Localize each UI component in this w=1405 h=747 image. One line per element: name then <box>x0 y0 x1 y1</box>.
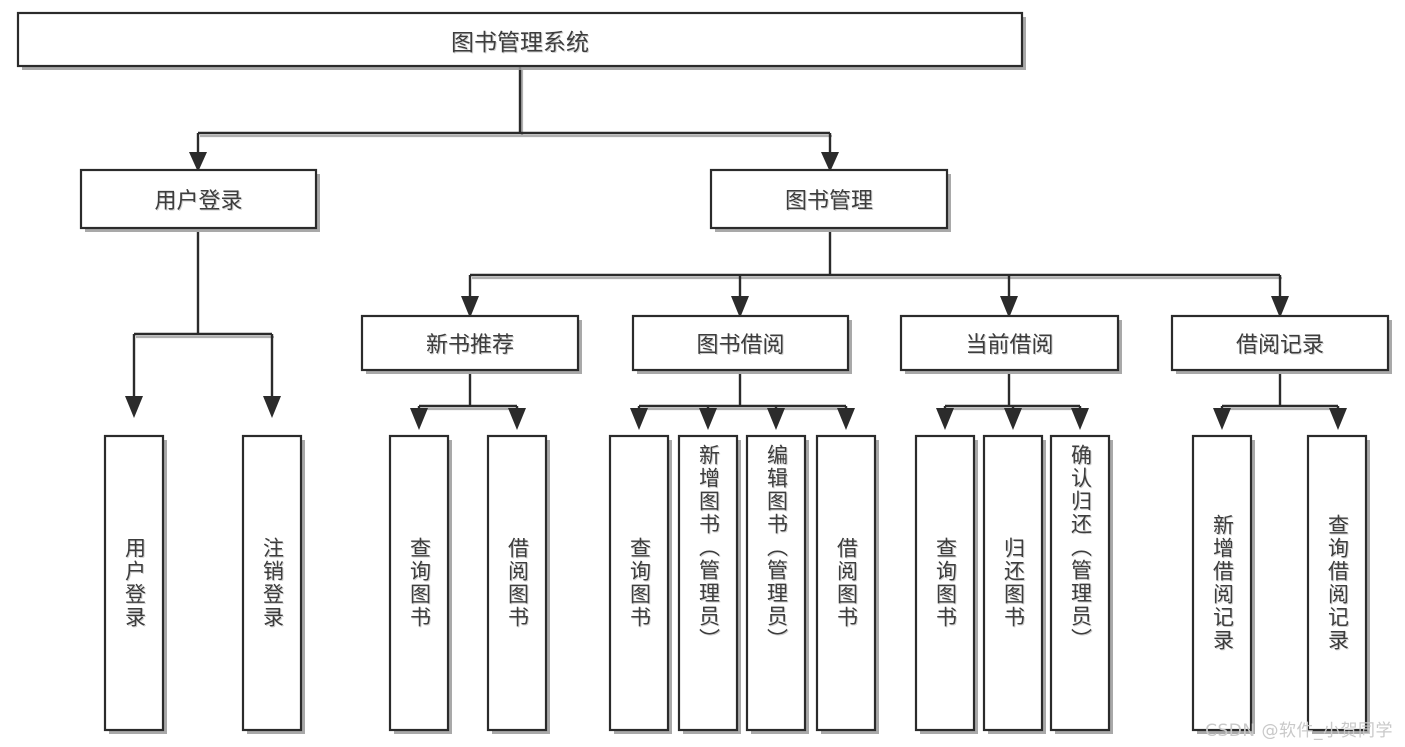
node-layer <box>16 11 1392 734</box>
arrow-leaf-10 <box>1071 408 1089 430</box>
arrow-leaf-9 <box>1004 408 1022 430</box>
arrow-leaf-1 <box>263 396 281 418</box>
arrow-leaf-12 <box>1329 408 1347 430</box>
arrow-book-manage <box>821 152 839 172</box>
node-current-borrow-box[interactable] <box>899 314 1120 372</box>
node-root-box[interactable] <box>16 11 1024 68</box>
arrow-leaf-3 <box>508 408 526 430</box>
arrow-current-borrow <box>1000 296 1018 318</box>
node-leaf-12-box[interactable] <box>1306 434 1368 732</box>
node-leaf-10-box[interactable] <box>1049 434 1111 732</box>
arrow-leaf-7 <box>837 408 855 430</box>
node-leaf-0-box[interactable] <box>103 434 165 732</box>
node-leaf-5-box[interactable] <box>677 434 739 732</box>
arrow-leaf-5 <box>699 408 717 430</box>
arrow-leaf-4 <box>630 408 648 430</box>
csdn-watermark: CSDN @软件_小贺同学 <box>1205 721 1393 741</box>
arrow-book-borrow <box>731 296 749 318</box>
node-leaf-9-box[interactable] <box>982 434 1044 732</box>
node-leaf-4-box[interactable] <box>608 434 670 732</box>
arrow-leaf-8 <box>936 408 954 430</box>
node-leaf-3-box[interactable] <box>486 434 548 732</box>
node-leaf-2-box[interactable] <box>388 434 450 732</box>
node-leaf-11-box[interactable] <box>1191 434 1253 732</box>
arrow-borrow-record <box>1271 296 1289 318</box>
edge-layer <box>125 66 1347 430</box>
arrow-leaf-2 <box>410 408 428 430</box>
arrow-leaf-0 <box>125 396 143 418</box>
node-leaf-1-box[interactable] <box>241 434 303 732</box>
node-book-manage-box[interactable] <box>709 168 949 230</box>
arrow-new-book-recommend <box>461 296 479 318</box>
arrow-leaf-11 <box>1213 408 1231 430</box>
node-borrow-record-box[interactable] <box>1170 314 1390 372</box>
node-user-login-box[interactable] <box>79 168 318 230</box>
node-leaf-6-box[interactable] <box>745 434 807 732</box>
node-book-borrow-box[interactable] <box>631 314 850 372</box>
arrow-leaf-6 <box>767 408 785 430</box>
node-leaf-7-box[interactable] <box>815 434 877 732</box>
node-new-book-recommend-box[interactable] <box>360 314 580 372</box>
arrow-user-login <box>189 152 207 172</box>
node-leaf-8-box[interactable] <box>914 434 976 732</box>
